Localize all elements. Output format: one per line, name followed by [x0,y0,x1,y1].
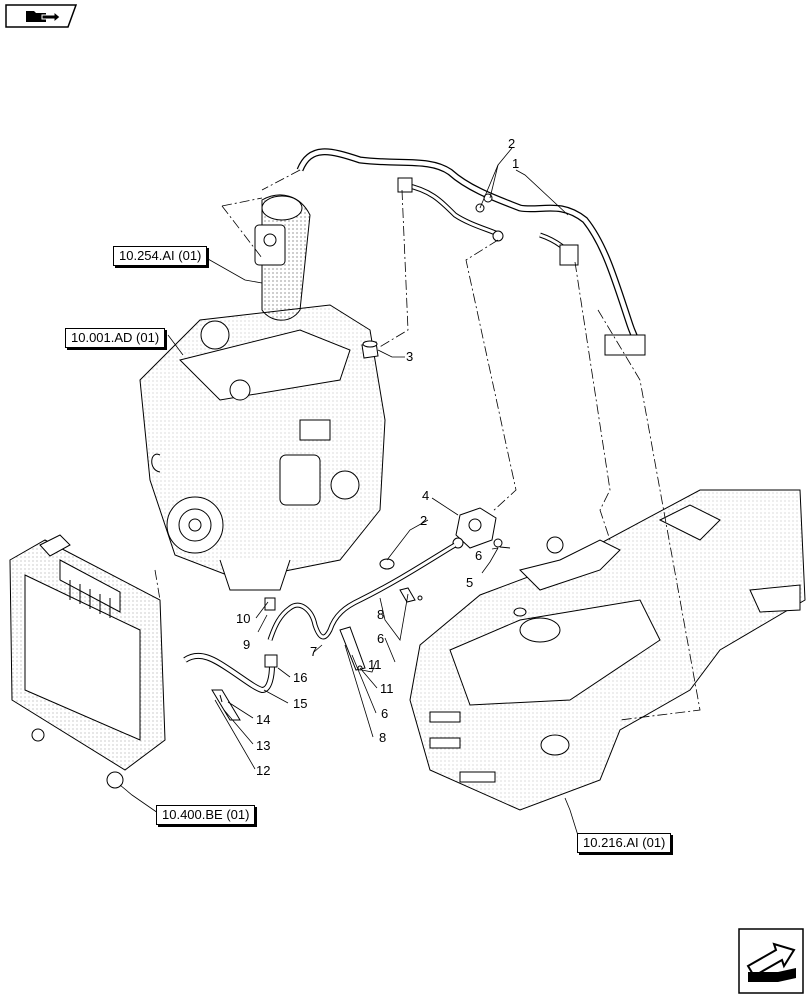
callout-15: 15 [293,696,308,711]
reference-engine[interactable]: 10.001.AD (01) [65,328,166,348]
callout-1: 1 [512,156,520,171]
fittings [361,340,379,359]
radiator [9,534,166,789]
callout-11-top: 11 [368,657,382,672]
callout-14: 14 [256,712,271,727]
reference-exhaust[interactable]: 10.254.AI (01) [113,246,208,266]
callout-6-low: 6 [381,706,389,721]
callout-2-filter: 2 [420,513,428,528]
callout-13: 13 [256,738,271,753]
next-page-button[interactable] [738,928,804,994]
callout-16: 16 [293,670,308,685]
callout-7: 7 [310,644,318,659]
callout-6-filter: 6 [475,548,483,563]
fuel-filter-head [452,507,511,549]
exhaust-assembly [254,194,311,321]
callout-11-low: 11 [380,681,394,696]
back-folder-icon [5,4,78,28]
reference-fuel-tank[interactable]: 10.216.AI (01) [577,833,672,853]
callout-3: 3 [406,349,414,364]
fuel-lines [183,542,457,694]
fuel-tank [409,489,806,811]
callout-8-low: 8 [379,730,387,745]
callout-8-top: 8 [377,607,385,622]
next-page-arrow-icon [738,928,804,994]
reference-radiator[interactable]: 10.400.BE (01) [156,805,256,825]
back-navigation-button[interactable] [4,3,78,29]
callout-10: 10 [236,611,251,626]
callout-9: 9 [243,637,251,652]
assembly-lines [154,169,701,721]
callout-6-mid: 6 [377,631,385,646]
callout-4: 4 [422,488,430,503]
callout-2-top: 2 [508,136,516,151]
callout-12: 12 [256,763,271,778]
leader-lines [119,147,581,843]
fuel-return-pipe [296,148,646,356]
engine-block [139,304,386,591]
callout-5: 5 [466,575,474,590]
